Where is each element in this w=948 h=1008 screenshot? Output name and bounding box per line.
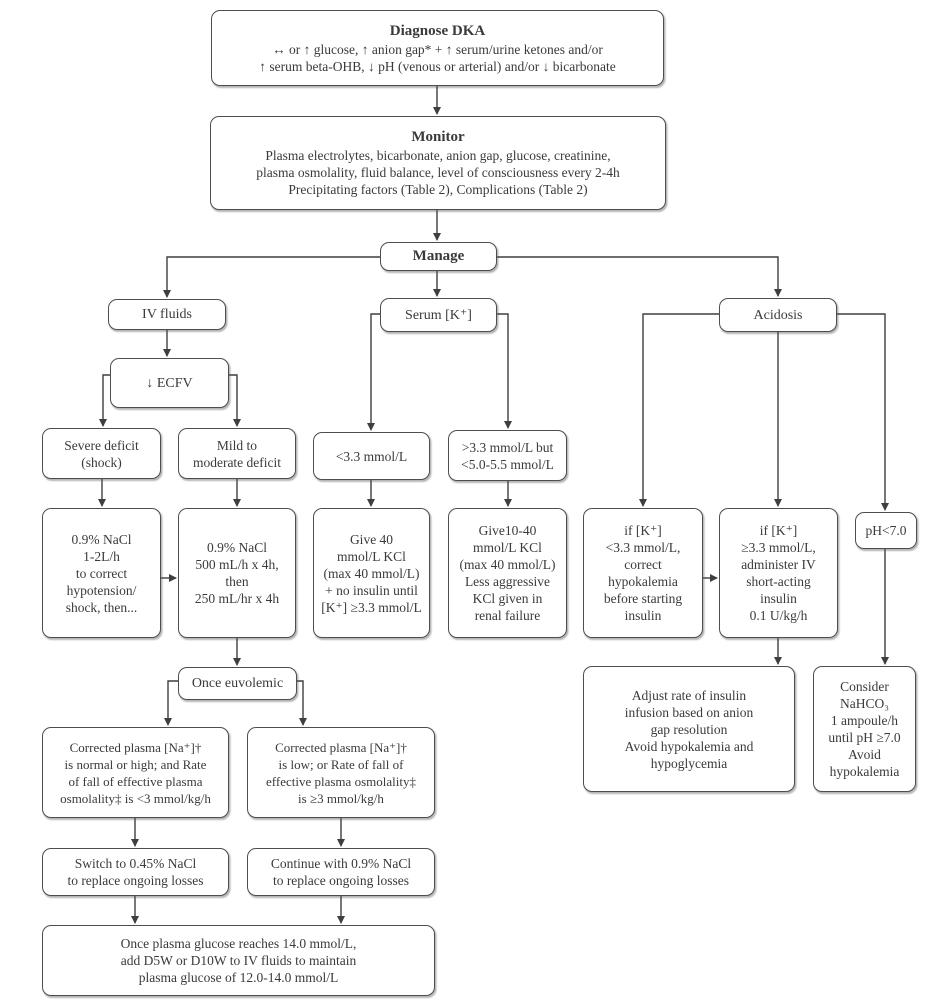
acidosis-label: Acidosis <box>753 307 803 323</box>
box-if-k-above-3-3: if [K⁺] ≥3.3 mmol/L, administer IV short… <box>719 508 838 638</box>
monitor-details: Plasma electrolytes, bicarbonate, anion … <box>256 148 620 197</box>
arrow-serum-k-to-k-low <box>367 313 380 431</box>
arrow-ecfv-to-severe <box>99 374 110 427</box>
switch-045-nacl-text: Switch to 0.45% NaCl to replace ongoing … <box>67 856 204 888</box>
box-switch-045-nacl: Switch to 0.45% NaCl to replace ongoing … <box>42 848 229 896</box>
box-iv-fluids: IV fluids <box>108 299 226 330</box>
box-adjust-insulin: Adjust rate of insulin infusion based on… <box>583 666 795 792</box>
arrow-euvolemic-to-na-normal <box>164 680 178 726</box>
manage-label: Manage <box>412 248 465 264</box>
diagnose-dka-title: Diagnose DKA <box>389 22 486 39</box>
box-acidosis: Acidosis <box>719 298 837 332</box>
arrow-acidosis-to-ph-low <box>837 313 889 511</box>
give-10-40-kcl-text: Give10-40 mmol/L KCl (max 40 mmol/L) Les… <box>459 523 556 623</box>
box-k-below-3-3: <3.3 mmol/L <box>313 432 430 480</box>
box-glucose-14-dextrose: Once plasma glucose reaches 14.0 mmol/L,… <box>42 925 435 996</box>
box-give-10-40-kcl: Give10-40 mmol/L KCl (max 40 mmol/L) Les… <box>448 508 567 638</box>
k-3-3-to-5-5-text: >3.3 mmol/L but <5.0-5.5 mmol/L <box>461 439 554 472</box>
box-nacl-mild: 0.9% NaCl 500 mL/h x 4h, then 250 mL/hr … <box>178 508 296 638</box>
iv-fluids-label: IV fluids <box>142 307 192 322</box>
glucose-14-dextrose-text: Once plasma glucose reaches 14.0 mmol/L,… <box>120 936 357 985</box>
box-manage: Manage <box>380 242 497 271</box>
monitor-title: Monitor <box>411 129 465 145</box>
diagnose-dka-criteria: ↔ or ↑ glucose, ↑ anion gap* + ↑ serum/u… <box>259 41 616 74</box>
continue-09-nacl-text: Continue with 0.9% NaCl to replace ongoi… <box>270 856 412 888</box>
box-once-euvolemic: Once euvolemic <box>178 667 297 700</box>
consider-nahco3-text: Consider NaHCO₃ 1 ampoule/h until pH ≥7.… <box>828 679 901 779</box>
na-low-text: Corrected plasma [Na⁺]† is low; or Rate … <box>266 739 416 806</box>
box-severe-deficit: Severe deficit (shock) <box>42 428 161 479</box>
box-na-normal-high: Corrected plasma [Na⁺]† is normal or hig… <box>42 727 229 818</box>
box-continue-09-nacl: Continue with 0.9% NaCl to replace ongoi… <box>247 848 435 896</box>
box-serum-k: Serum [K⁺] <box>380 298 497 332</box>
ecfv-label: ↓ ECFV <box>146 375 193 391</box>
arrow-euvolemic-to-na-low <box>297 680 307 726</box>
serum-k-label: Serum [K⁺] <box>405 307 472 323</box>
adjust-insulin-text: Adjust rate of insulin infusion based on… <box>624 687 754 771</box>
box-if-k-below-3-3: if [K⁺] <3.3 mmol/L, correct hypokalemia… <box>583 508 703 638</box>
severe-deficit-text: Severe deficit (shock) <box>64 437 139 470</box>
arrow-manage-to-iv-fluids <box>163 256 380 298</box>
arrow-acidosis-to-if-k-low <box>639 313 719 507</box>
box-ecfv: ↓ ECFV <box>110 358 229 408</box>
box-diagnose-dka: Diagnose DKA ↔ or ↑ glucose, ↑ anion gap… <box>211 10 664 86</box>
k-below-3-3-text: <3.3 mmol/L <box>335 448 408 464</box>
arrow-serum-k-to-k-mid <box>497 313 512 429</box>
box-na-low: Corrected plasma [Na⁺]† is low; or Rate … <box>247 727 435 818</box>
box-ph-below-7: pH<7.0 <box>855 512 917 549</box>
once-euvolemic-label: Once euvolemic <box>191 676 284 691</box>
na-normal-high-text: Corrected plasma [Na⁺]† is normal or hig… <box>60 739 211 806</box>
box-mild-moderate-deficit: Mild to moderate deficit <box>178 428 296 479</box>
box-k-3-3-to-5-5: >3.3 mmol/L but <5.0-5.5 mmol/L <box>448 430 567 481</box>
box-give-40-kcl: Give 40 mmol/L KCl (max 40 mmol/L) + no … <box>313 508 430 638</box>
box-nacl-severe: 0.9% NaCl 1-2L/h to correct hypotension/… <box>42 508 161 638</box>
nacl-mild-text: 0.9% NaCl 500 mL/h x 4h, then 250 mL/hr … <box>194 540 280 606</box>
box-monitor: Monitor Plasma electrolytes, bicarbonate… <box>210 116 666 210</box>
nacl-severe-text: 0.9% NaCl 1-2L/h to correct hypotension/… <box>65 531 138 615</box>
if-k-below-3-3-text: if [K⁺] <3.3 mmol/L, correct hypokalemia… <box>603 523 683 623</box>
ph-below-7-text: pH<7.0 <box>865 523 907 538</box>
mild-moderate-deficit-text: Mild to moderate deficit <box>192 437 282 470</box>
if-k-above-3-3-text: if [K⁺] ≥3.3 mmol/L, administer IV short… <box>741 523 816 623</box>
arrow-manage-to-acidosis <box>497 256 782 297</box>
arrow-ecfv-to-mild <box>229 374 241 427</box>
give-40-kcl-text: Give 40 mmol/L KCl (max 40 mmol/L) + no … <box>321 531 422 615</box>
box-consider-nahco3: Consider NaHCO₃ 1 ampoule/h until pH ≥7.… <box>813 666 916 792</box>
